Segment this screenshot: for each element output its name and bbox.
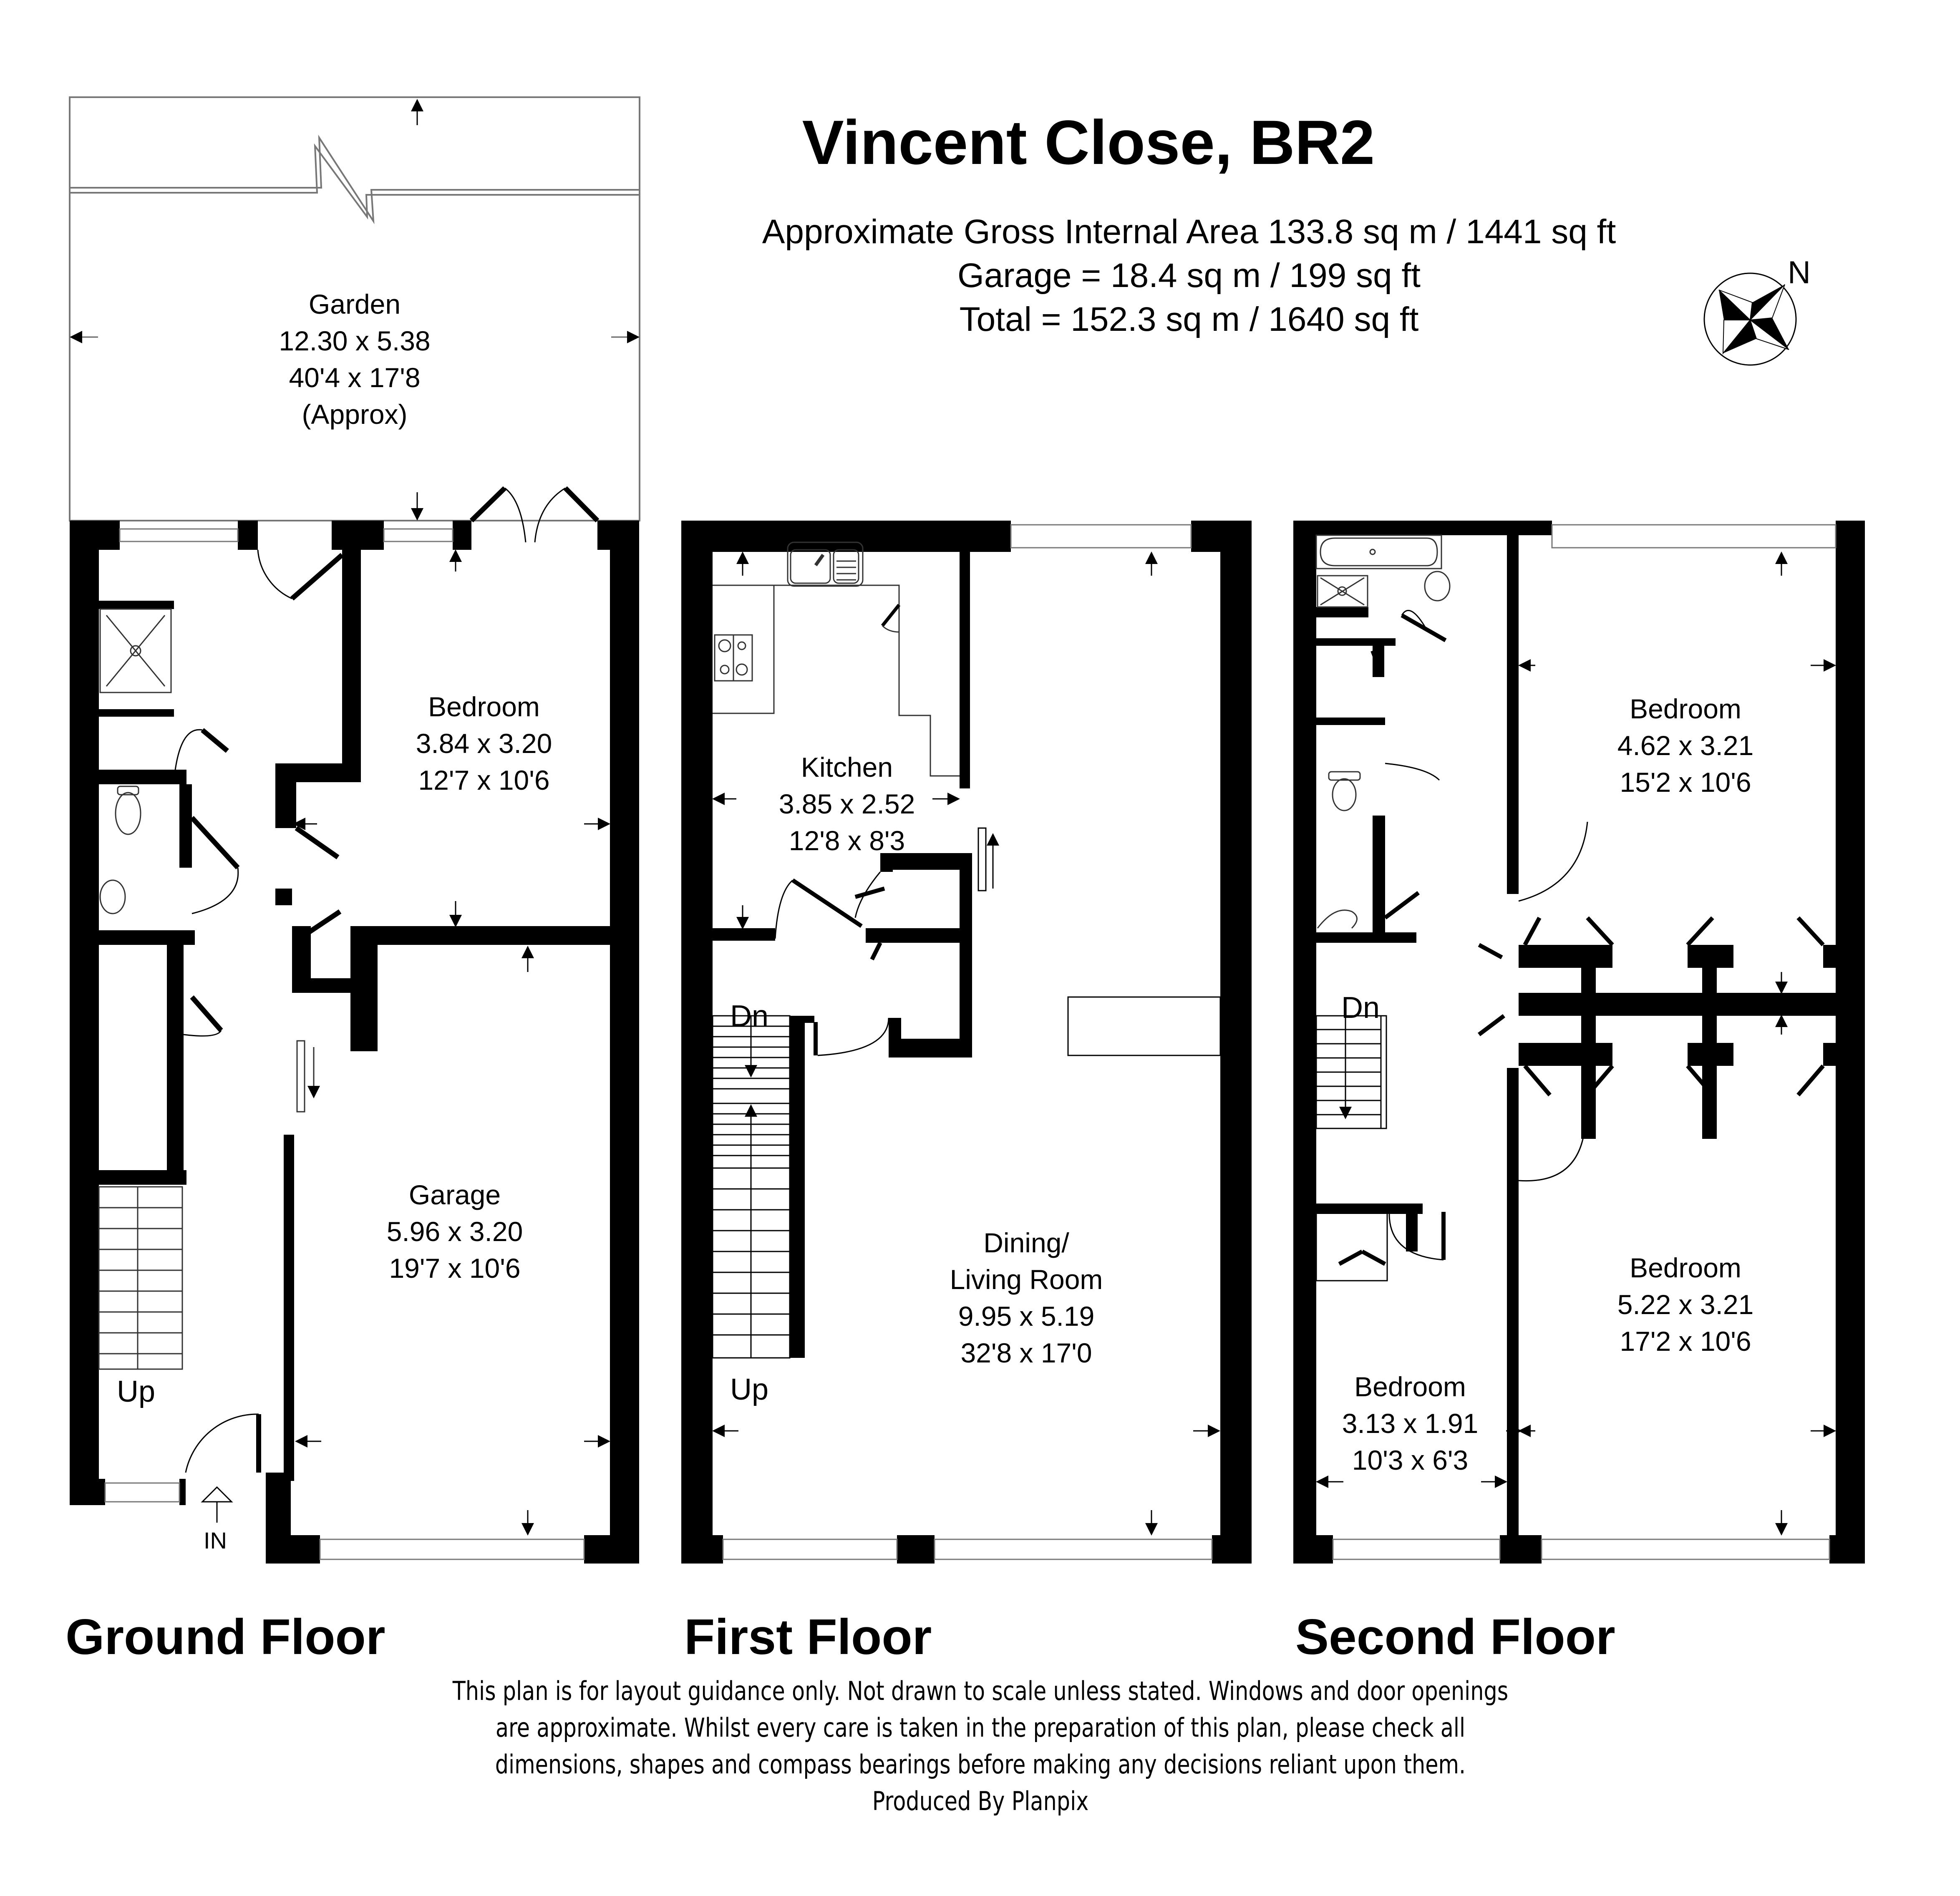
room-metric-size: 5.22 x 3.21 [1617,1289,1754,1320]
second-floor-windows [1332,524,1837,1560]
second-stairs-down-label: Dn [1341,991,1380,1025]
ground-floor-door-leaves [190,486,600,1473]
total-area: Total = 152.3 sq m / 1640 sq ft [959,300,1419,338]
room-dining-living: Dining/ Living Room 9.95 x 5.19 32'8 x 1… [901,1224,1151,1371]
room-name: Kitchen [801,752,893,783]
second-floor-door-leaves [1338,613,1825,1266]
second-floor-stairs [1315,1015,1388,1282]
room-name-line2: Living Room [950,1264,1103,1295]
ground-floor-door-swings [173,487,566,1473]
room-second-bedroom-3: Bedroom 3.13 x 1.91 10'3 x 6'3 [1318,1368,1502,1478]
first-floor-stairs [712,1015,791,1359]
room-ground-bedroom: Bedroom 3.84 x 3.20 12'7 x 10'6 [380,688,588,798]
compass-north-label: N [1788,255,1811,290]
ground-floor-walls [70,521,639,1564]
garage-area: Garage = 18.4 sq m / 199 sq ft [957,257,1421,295]
room-name: Bedroom [1354,1371,1466,1402]
room-metric-size: 4.62 x 3.21 [1617,730,1754,761]
room-second-bedroom-1: Bedroom 4.62 x 3.21 15'2 x 10'6 [1581,690,1790,801]
room-name: Garden [308,289,401,320]
room-metric-size: 3.13 x 1.91 [1342,1408,1479,1439]
room-garage: Garage 5.96 x 3.20 19'7 x 10'6 [350,1176,559,1287]
ground-stairs-up-label: Up [117,1375,156,1408]
room-metric-size: 9.95 x 5.19 [958,1301,1095,1332]
room-imperial-size: 32'8 x 17'0 [960,1337,1092,1368]
floor-label-first: First Floor [684,1609,932,1665]
first-floor-door-swings [774,827,1221,1056]
first-floor-door-leaves [791,878,885,961]
room-name: Bedroom [1630,1252,1741,1283]
disclaimer-line-3: dimensions, shapes and compass bearings … [495,1749,1466,1780]
room-imperial-size: 12'8 x 8'3 [789,825,905,856]
room-imperial-size: 40'4 x 17'8 [289,362,421,393]
room-metric-size: 12.30 x 5.38 [279,325,431,356]
room-metric-size: 5.96 x 3.20 [386,1216,523,1247]
ground-floor-fixtures [98,608,320,1370]
room-note: (Approx) [302,399,408,430]
room-imperial-size: 17'2 x 10'6 [1620,1326,1751,1357]
garden-break-line [70,134,640,224]
room-imperial-size: 12'7 x 10'6 [418,765,550,796]
room-name: Garage [408,1179,501,1210]
room-name: Bedroom [1630,693,1741,724]
room-name: Dining/ [983,1227,1069,1258]
room-second-bedroom-2: Bedroom 5.22 x 3.21 17'2 x 10'6 [1581,1249,1790,1360]
first-floor-windows [722,524,1213,1560]
disclaimer-line-1: This plan is for layout guidance only. N… [452,1676,1509,1706]
room-kitchen: Kitchen 3.85 x 2.52 12'8 x 8'3 [743,749,951,859]
second-floor-door-swings [1385,609,1588,1261]
disclaimer: This plan is for layout guidance only. N… [382,1673,1579,1820]
kitchen-fixtures [713,541,960,777]
bathroom-fixtures [1315,534,1451,929]
gross-internal-area: Approximate Gross Internal Area 133.8 sq… [762,213,1616,251]
entrance-label: IN [204,1527,227,1554]
compass-rose-icon [1702,267,1802,367]
room-metric-size: 3.84 x 3.20 [416,728,552,759]
room-garden: Garden 12.30 x 5.38 40'4 x 17'8 (Approx) [250,286,459,433]
room-imperial-size: 15'2 x 10'6 [1620,767,1751,798]
entrance-arrow-icon [201,1486,233,1523]
room-metric-size: 3.85 x 2.52 [778,788,915,819]
disclaimer-line-2: are approximate. Whilst every care is ta… [495,1712,1466,1743]
first-stairs-up-label: Up [730,1373,769,1406]
ground-floor-windows [104,528,585,1560]
room-imperial-size: 10'3 x 6'3 [1352,1445,1469,1476]
producer-credit: Produced By Planpix [872,1786,1089,1816]
plan-title: Vincent Close, BR2 [802,107,1375,177]
room-name: Bedroom [428,691,540,722]
room-imperial-size: 19'7 x 10'6 [389,1253,521,1284]
floor-label-second: Second Floor [1295,1609,1615,1665]
first-stairs-down-label: Dn [730,1000,769,1033]
first-floor-walls [681,521,1252,1564]
floor-label-ground: Ground Floor [66,1609,385,1665]
